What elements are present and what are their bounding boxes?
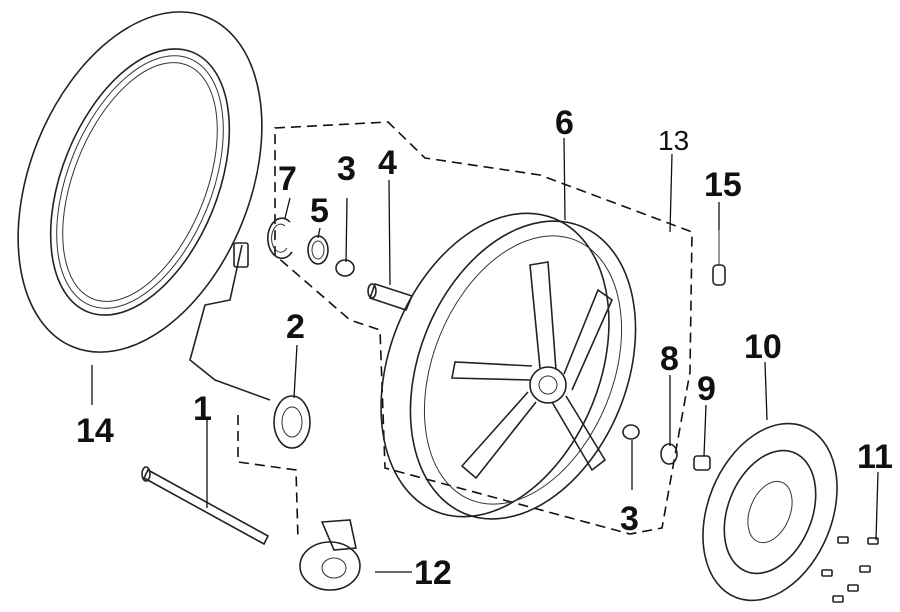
callout-15: 15 (704, 166, 742, 204)
callout-4: 4 (378, 144, 397, 182)
callout-1: 1 (193, 390, 212, 428)
disc-bolts (821, 536, 879, 603)
callout-7: 7 (278, 160, 297, 198)
callout-labels: 1 2 3 3 4 5 6 7 8 9 10 11 12 13 14 15 (76, 104, 893, 592)
callout-10: 10 (744, 328, 782, 366)
callout-13: 13 (658, 125, 689, 156)
wheel-rim (380, 212, 637, 520)
spacer (367, 282, 414, 311)
oil-seal-right (660, 443, 678, 465)
callout-2: 2 (286, 308, 305, 346)
circlip (267, 217, 293, 259)
callout-12: 12 (414, 554, 452, 592)
brake-disc (702, 422, 838, 602)
oil-seal (307, 235, 329, 265)
callout-5: 5 (310, 192, 329, 230)
callout-9: 9 (697, 370, 716, 408)
callout-3-lower: 3 (620, 500, 639, 538)
speedometer-drive-ring (299, 519, 361, 591)
tire-valve (712, 230, 726, 286)
leader-lines (91, 137, 879, 573)
callout-3-upper: 3 (337, 150, 356, 188)
axle (141, 466, 270, 546)
rim-assembly-boundary (237, 121, 693, 541)
bearing-upper (335, 259, 355, 277)
callout-8: 8 (660, 340, 679, 378)
tire (17, 11, 263, 353)
callout-14: 14 (76, 412, 114, 450)
callout-11: 11 (857, 438, 893, 476)
bearing-lower (622, 424, 640, 440)
collar (693, 455, 711, 471)
callout-6: 6 (555, 104, 574, 142)
speed-sensor (189, 242, 311, 449)
